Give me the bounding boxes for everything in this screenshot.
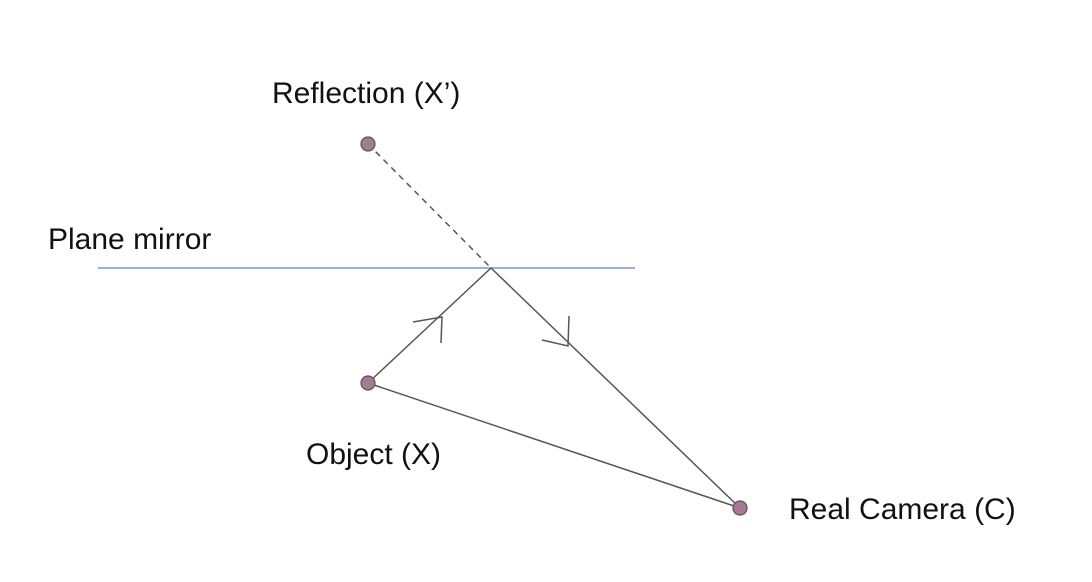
camera-label: Real Camera (C) [789, 493, 1016, 526]
object-label: Object (X) [306, 438, 441, 471]
virtual-ray-dashed [367, 143, 492, 269]
object-point [360, 375, 376, 391]
reflected-arrow-icon [541, 315, 570, 347]
mirror-label: Plane mirror [48, 223, 211, 256]
direct-ray [367, 382, 741, 509]
reflection-label: Reflection (X’) [272, 77, 460, 110]
incident-ray [367, 267, 492, 384]
camera-point [732, 500, 748, 516]
reflection-point [360, 136, 376, 152]
incident-arrow-icon [412, 316, 443, 344]
reflected-ray [490, 267, 741, 509]
